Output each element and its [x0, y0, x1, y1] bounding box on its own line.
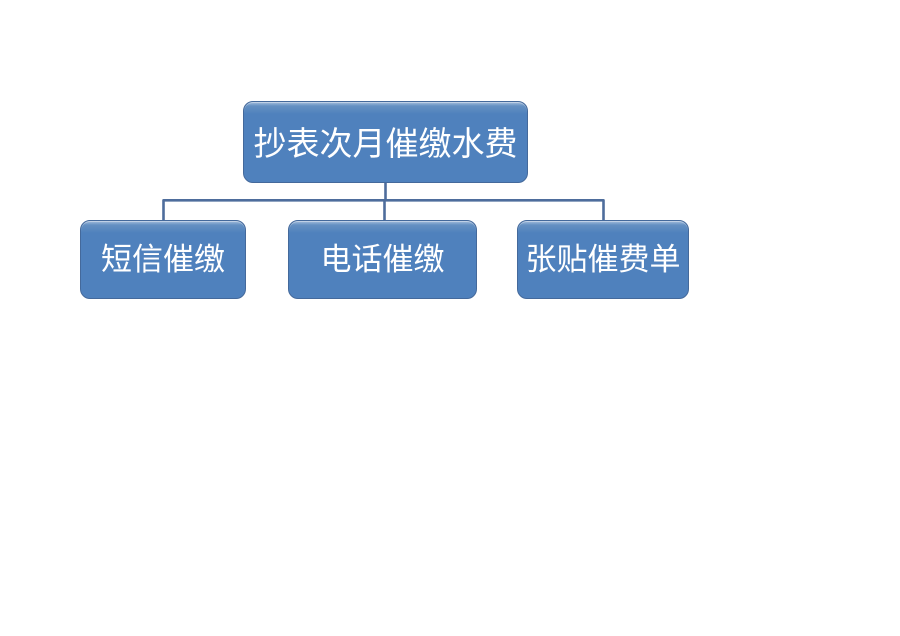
org-node-root[interactable]: 抄表次月催缴水费: [243, 101, 528, 183]
org-node-sms[interactable]: 短信催缴: [80, 220, 246, 299]
org-node-notice-label: 张贴催费单: [525, 242, 681, 278]
org-node-notice[interactable]: 张贴催费单: [517, 220, 689, 299]
connector-rail: [162, 199, 605, 221]
org-node-phone[interactable]: 电话催缴: [288, 220, 477, 299]
org-node-sms-label: 短信催缴: [101, 242, 225, 278]
org-node-phone-label: 电话催缴: [320, 242, 445, 278]
org-node-root-label: 抄表次月催缴水费: [253, 123, 518, 163]
